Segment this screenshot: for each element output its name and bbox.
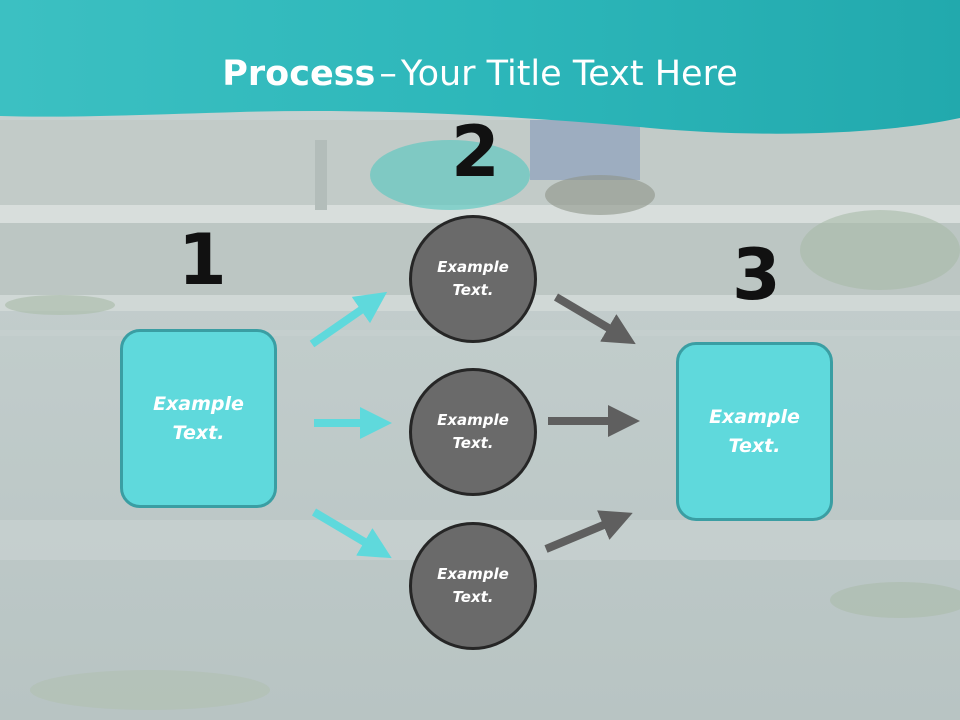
arrow-top-to-right bbox=[553, 293, 636, 345]
circle-bottom: Example Text. bbox=[409, 522, 537, 650]
circle-middle: Example Text. bbox=[409, 368, 537, 496]
arrow-left-to-top bbox=[309, 291, 388, 348]
arrow-bottom-to-right bbox=[544, 510, 633, 553]
title-bold-text: Process bbox=[222, 54, 376, 94]
circle-top: Example Text. bbox=[409, 215, 537, 343]
step-number-3: 3 bbox=[732, 234, 781, 316]
right-box-line1: Example bbox=[709, 405, 800, 428]
right-process-box: Example Text. bbox=[676, 342, 833, 521]
arrow-left-to-bottom bbox=[311, 508, 392, 559]
circle-middle-line2: Text. bbox=[452, 434, 494, 452]
circle-middle-line1: Example bbox=[437, 411, 509, 429]
slide-title: Process–Your Title Text Here bbox=[0, 50, 960, 98]
circle-bottom-line2: Text. bbox=[452, 588, 494, 606]
title-rest-text: Your Title Text Here bbox=[400, 54, 738, 94]
left-box-line2: Text. bbox=[172, 421, 225, 444]
circle-bottom-line1: Example bbox=[437, 565, 509, 583]
right-box-line2: Text. bbox=[728, 434, 781, 457]
step-number-1: 1 bbox=[178, 219, 227, 301]
circle-top-line2: Text. bbox=[452, 281, 494, 299]
circle-top-line1: Example bbox=[437, 258, 509, 276]
title-dash: – bbox=[379, 54, 397, 94]
left-process-box: Example Text. bbox=[120, 329, 277, 508]
step-number-2: 2 bbox=[451, 111, 500, 193]
left-box-line1: Example bbox=[153, 392, 244, 415]
